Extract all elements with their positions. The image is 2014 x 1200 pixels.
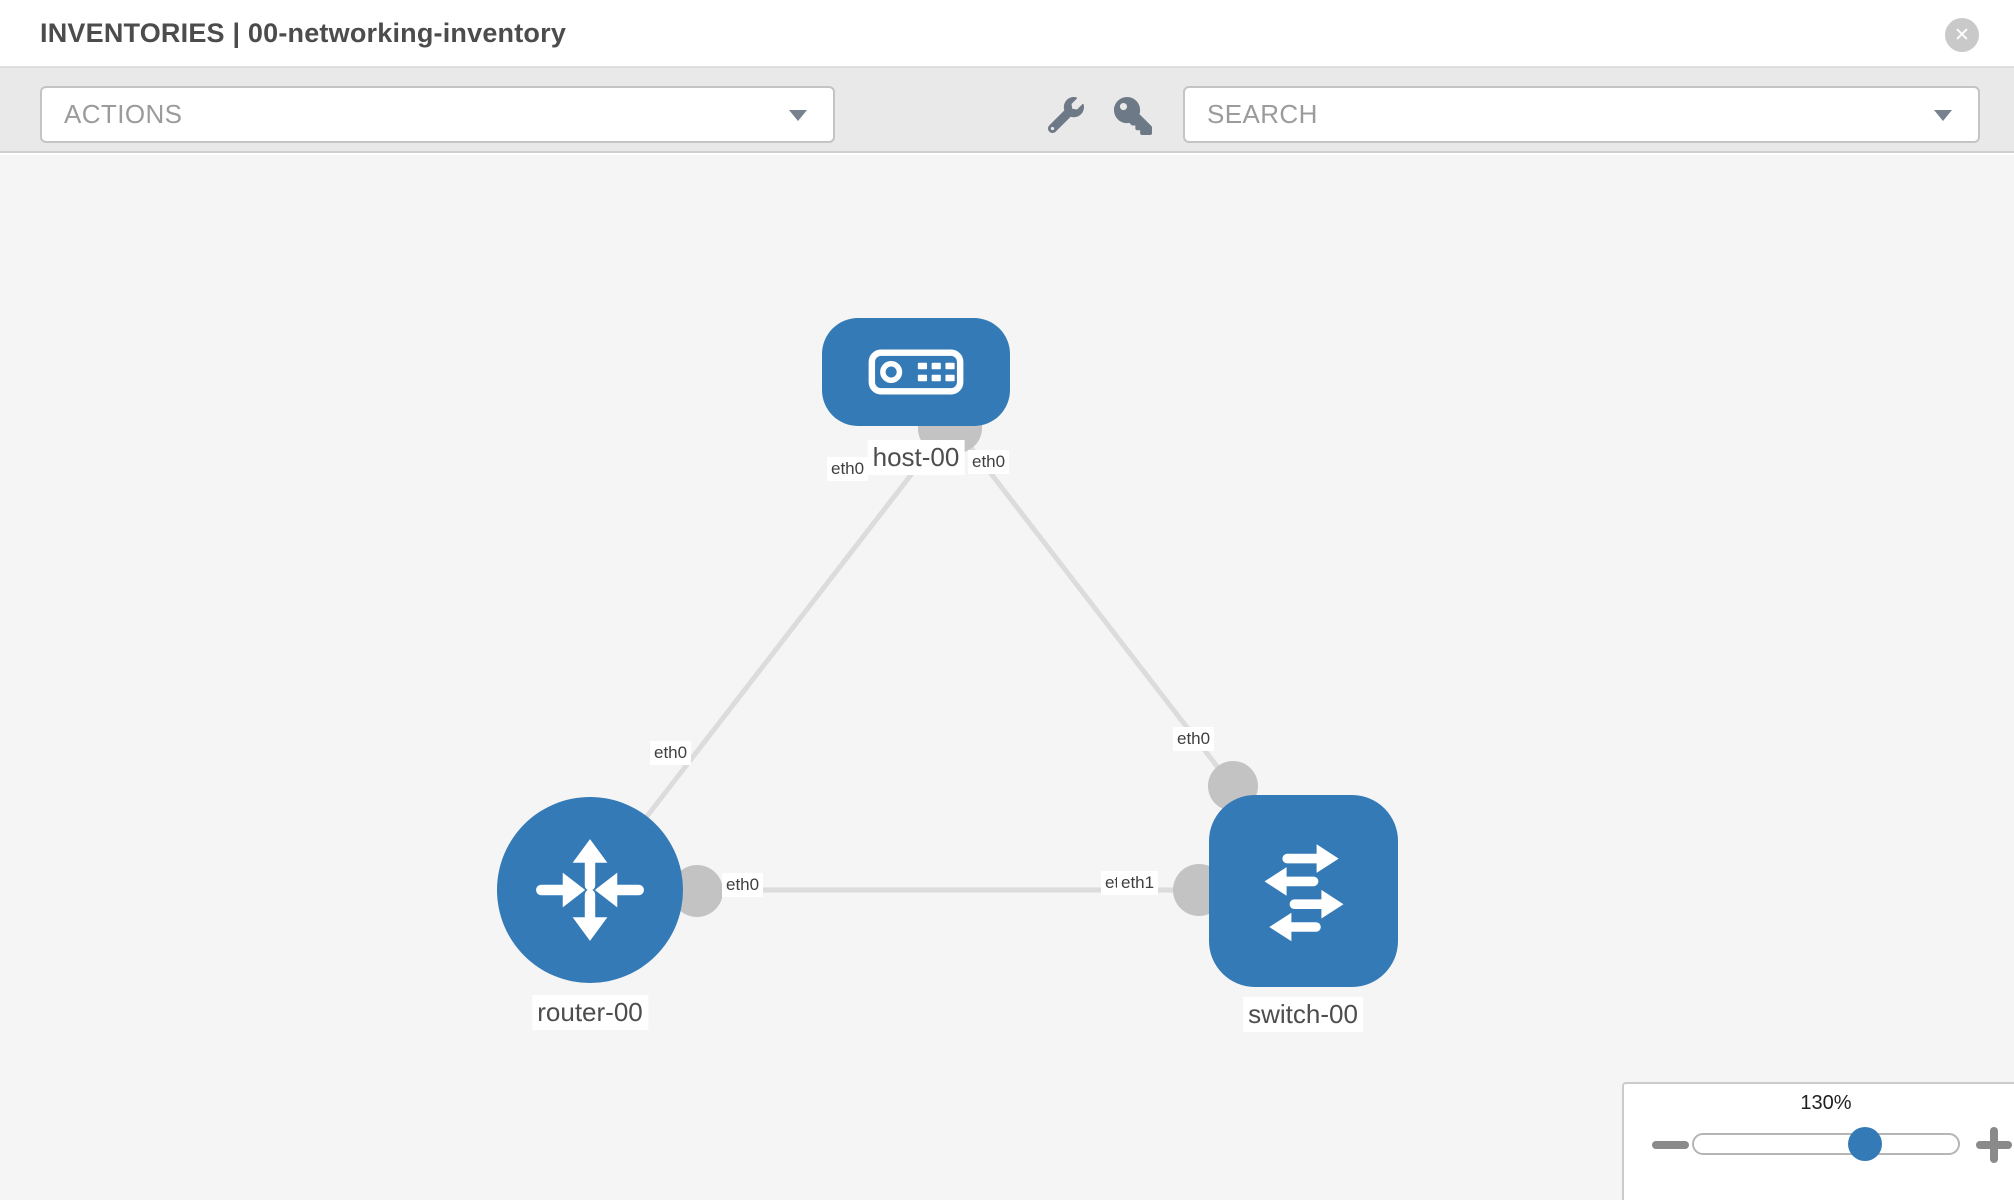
chevron-down-icon	[789, 109, 807, 121]
key-icon	[1114, 97, 1152, 135]
search-input: SEARCH	[1207, 99, 1318, 129]
wrench-button[interactable]	[1048, 97, 1084, 133]
wrench-icon	[1048, 97, 1084, 133]
node-switch-00[interactable]	[1209, 795, 1398, 987]
switch-icon	[1263, 844, 1344, 942]
close-button[interactable]: ✕	[1945, 18, 1979, 52]
router-icon	[536, 839, 644, 941]
header: INVENTORIES | 00-networking-inventory ✕	[0, 0, 2014, 67]
interface-label-switch-eth1: eth1	[1117, 871, 1159, 895]
toolbar: ACTIONS SEARCH	[0, 67, 2014, 153]
plus-icon	[1990, 1127, 1998, 1163]
link-router-host[interactable]	[588, 425, 950, 892]
node-router-00[interactable]	[497, 797, 683, 983]
zoom-panel: 130%	[1622, 1082, 2014, 1200]
zoom-level-value: 130%	[1800, 1092, 1852, 1114]
actions-dropdown[interactable]: ACTIONS	[40, 86, 835, 143]
search-dropdown[interactable]: SEARCH	[1183, 86, 1980, 143]
node-label-router-00[interactable]: router-00	[532, 995, 648, 1030]
zoom-slider-knob[interactable]	[1848, 1127, 1882, 1161]
chevron-down-icon	[1934, 109, 1952, 121]
interface-label-host-eth0-right: eth0	[968, 450, 1010, 474]
zoom-out-button[interactable]	[1652, 1141, 1689, 1149]
host-icon	[868, 349, 964, 395]
interface-label-switch-eth0: eth0	[1173, 727, 1215, 751]
node-host-00[interactable]	[822, 318, 1010, 426]
close-icon: ✕	[1954, 24, 1970, 46]
node-label-host-00[interactable]: host-00	[867, 440, 965, 475]
zoom-slider-track[interactable]	[1692, 1133, 1960, 1155]
zoom-in-button[interactable]	[1976, 1127, 2012, 1163]
actions-dropdown-label: ACTIONS	[64, 99, 183, 129]
interface-label-router-eth0: eth0	[722, 873, 764, 897]
interface-label-switch-overlap-group: eth0 eth1	[1101, 871, 1171, 899]
key-button[interactable]	[1114, 97, 1152, 135]
interface-label-host-eth0-left: eth0	[827, 457, 869, 481]
page-title: INVENTORIES | 00-networking-inventory	[40, 17, 567, 48]
node-label-switch-00[interactable]: switch-00	[1243, 997, 1363, 1032]
interface-label-router-eth0-uplink: eth0	[650, 741, 692, 765]
topology-canvas[interactable]	[0, 155, 2014, 1200]
